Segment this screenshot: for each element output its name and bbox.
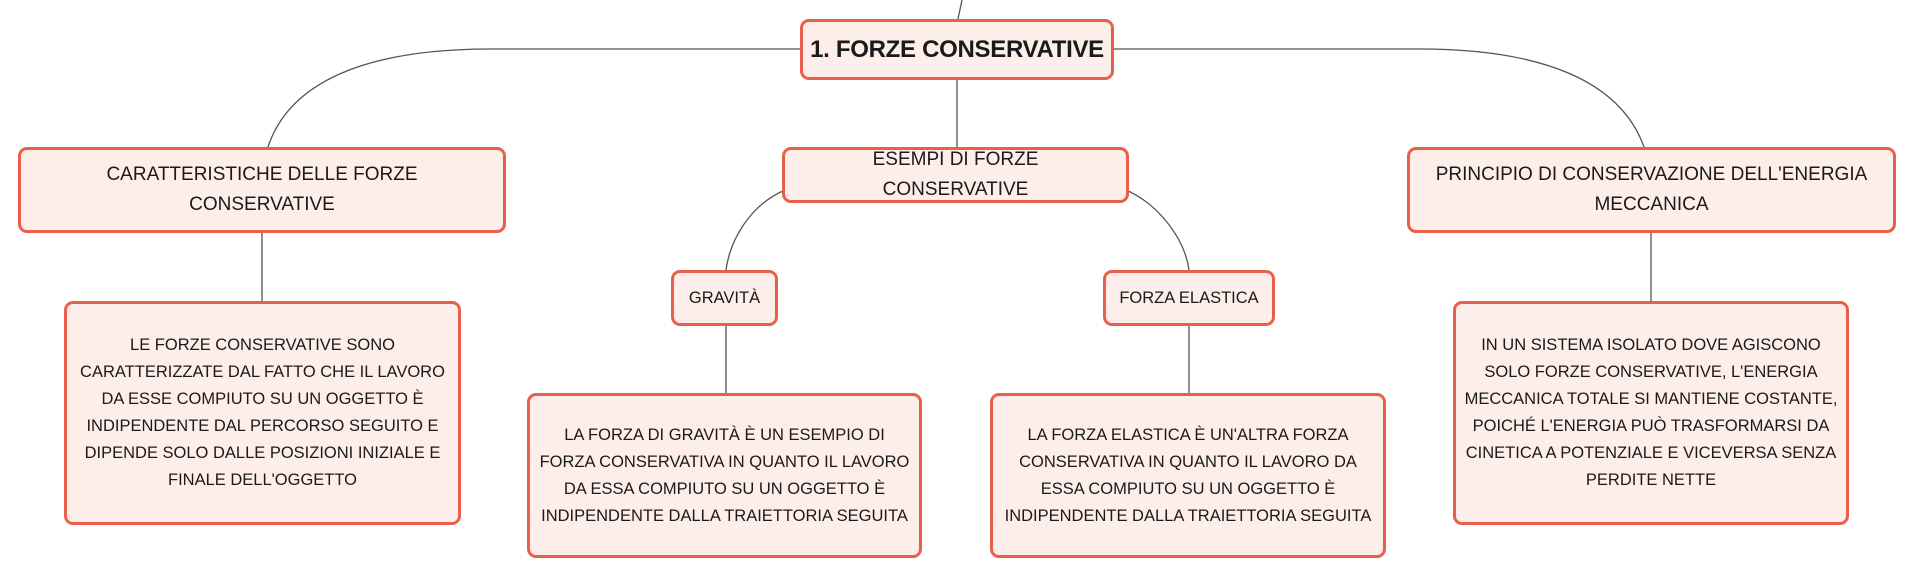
description-gravita-text: LA FORZA DI GRAVITÀ È UN ESEMPIO DI FORZ… bbox=[539, 425, 910, 525]
topic-caratteristiche-label: CARATTERISTICHE DELLE FORZE CONSERVATIVE bbox=[106, 164, 418, 215]
topic-caratteristiche[interactable]: CARATTERISTICHE DELLE FORZE CONSERVATIVE bbox=[18, 147, 506, 233]
connector-parent-to-root bbox=[957, 0, 963, 20]
topic-esempi-label: ESEMPI DI FORZE CONSERVATIVE bbox=[872, 149, 1039, 200]
description-caratteristiche-text: LE FORZE CONSERVATIVE SONO CARATTERIZZAT… bbox=[80, 336, 445, 489]
topic-esempi[interactable]: ESEMPI DI FORZE CONSERVATIVE bbox=[782, 147, 1129, 203]
topic-principio[interactable]: PRINCIPIO DI CONSERVAZIONE DELL'ENERGIA … bbox=[1407, 147, 1896, 233]
root-topic-label: 1. FORZE CONSERVATIVE bbox=[810, 35, 1104, 63]
description-principio[interactable]: IN UN SISTEMA ISOLATO DOVE AGISCONO SOLO… bbox=[1453, 301, 1849, 525]
description-caratteristiche[interactable]: LE FORZE CONSERVATIVE SONO CARATTERIZZAT… bbox=[64, 301, 461, 525]
description-forza-elastica[interactable]: LA FORZA ELASTICA È UN'ALTRA FORZA CONSE… bbox=[990, 393, 1386, 558]
subtopic-forza-elastica[interactable]: FORZA ELASTICA bbox=[1103, 270, 1275, 326]
connector-esempi-to-gravita bbox=[725, 189, 786, 271]
description-principio-text: IN UN SISTEMA ISOLATO DOVE AGISCONO SOLO… bbox=[1464, 336, 1838, 489]
description-forza-elastica-text: LA FORZA ELASTICA È UN'ALTRA FORZA CONSE… bbox=[1004, 425, 1372, 525]
connector-esempi-to-elastica bbox=[1125, 189, 1190, 271]
topic-principio-label: PRINCIPIO DI CONSERVAZIONE DELL'ENERGIA … bbox=[1435, 164, 1868, 215]
description-gravita[interactable]: LA FORZA DI GRAVITÀ È UN ESEMPIO DI FORZ… bbox=[527, 393, 922, 558]
root-topic[interactable]: 1. FORZE CONSERVATIVE bbox=[800, 19, 1114, 80]
subtopic-gravita[interactable]: GRAVITÀ bbox=[671, 270, 778, 326]
connector-root-to-caratteristiche bbox=[267, 48, 800, 148]
subtopic-forza-elastica-label: FORZA ELASTICA bbox=[1119, 288, 1259, 307]
connector-root-to-principio bbox=[1114, 48, 1645, 148]
subtopic-gravita-label: GRAVITÀ bbox=[688, 288, 761, 307]
